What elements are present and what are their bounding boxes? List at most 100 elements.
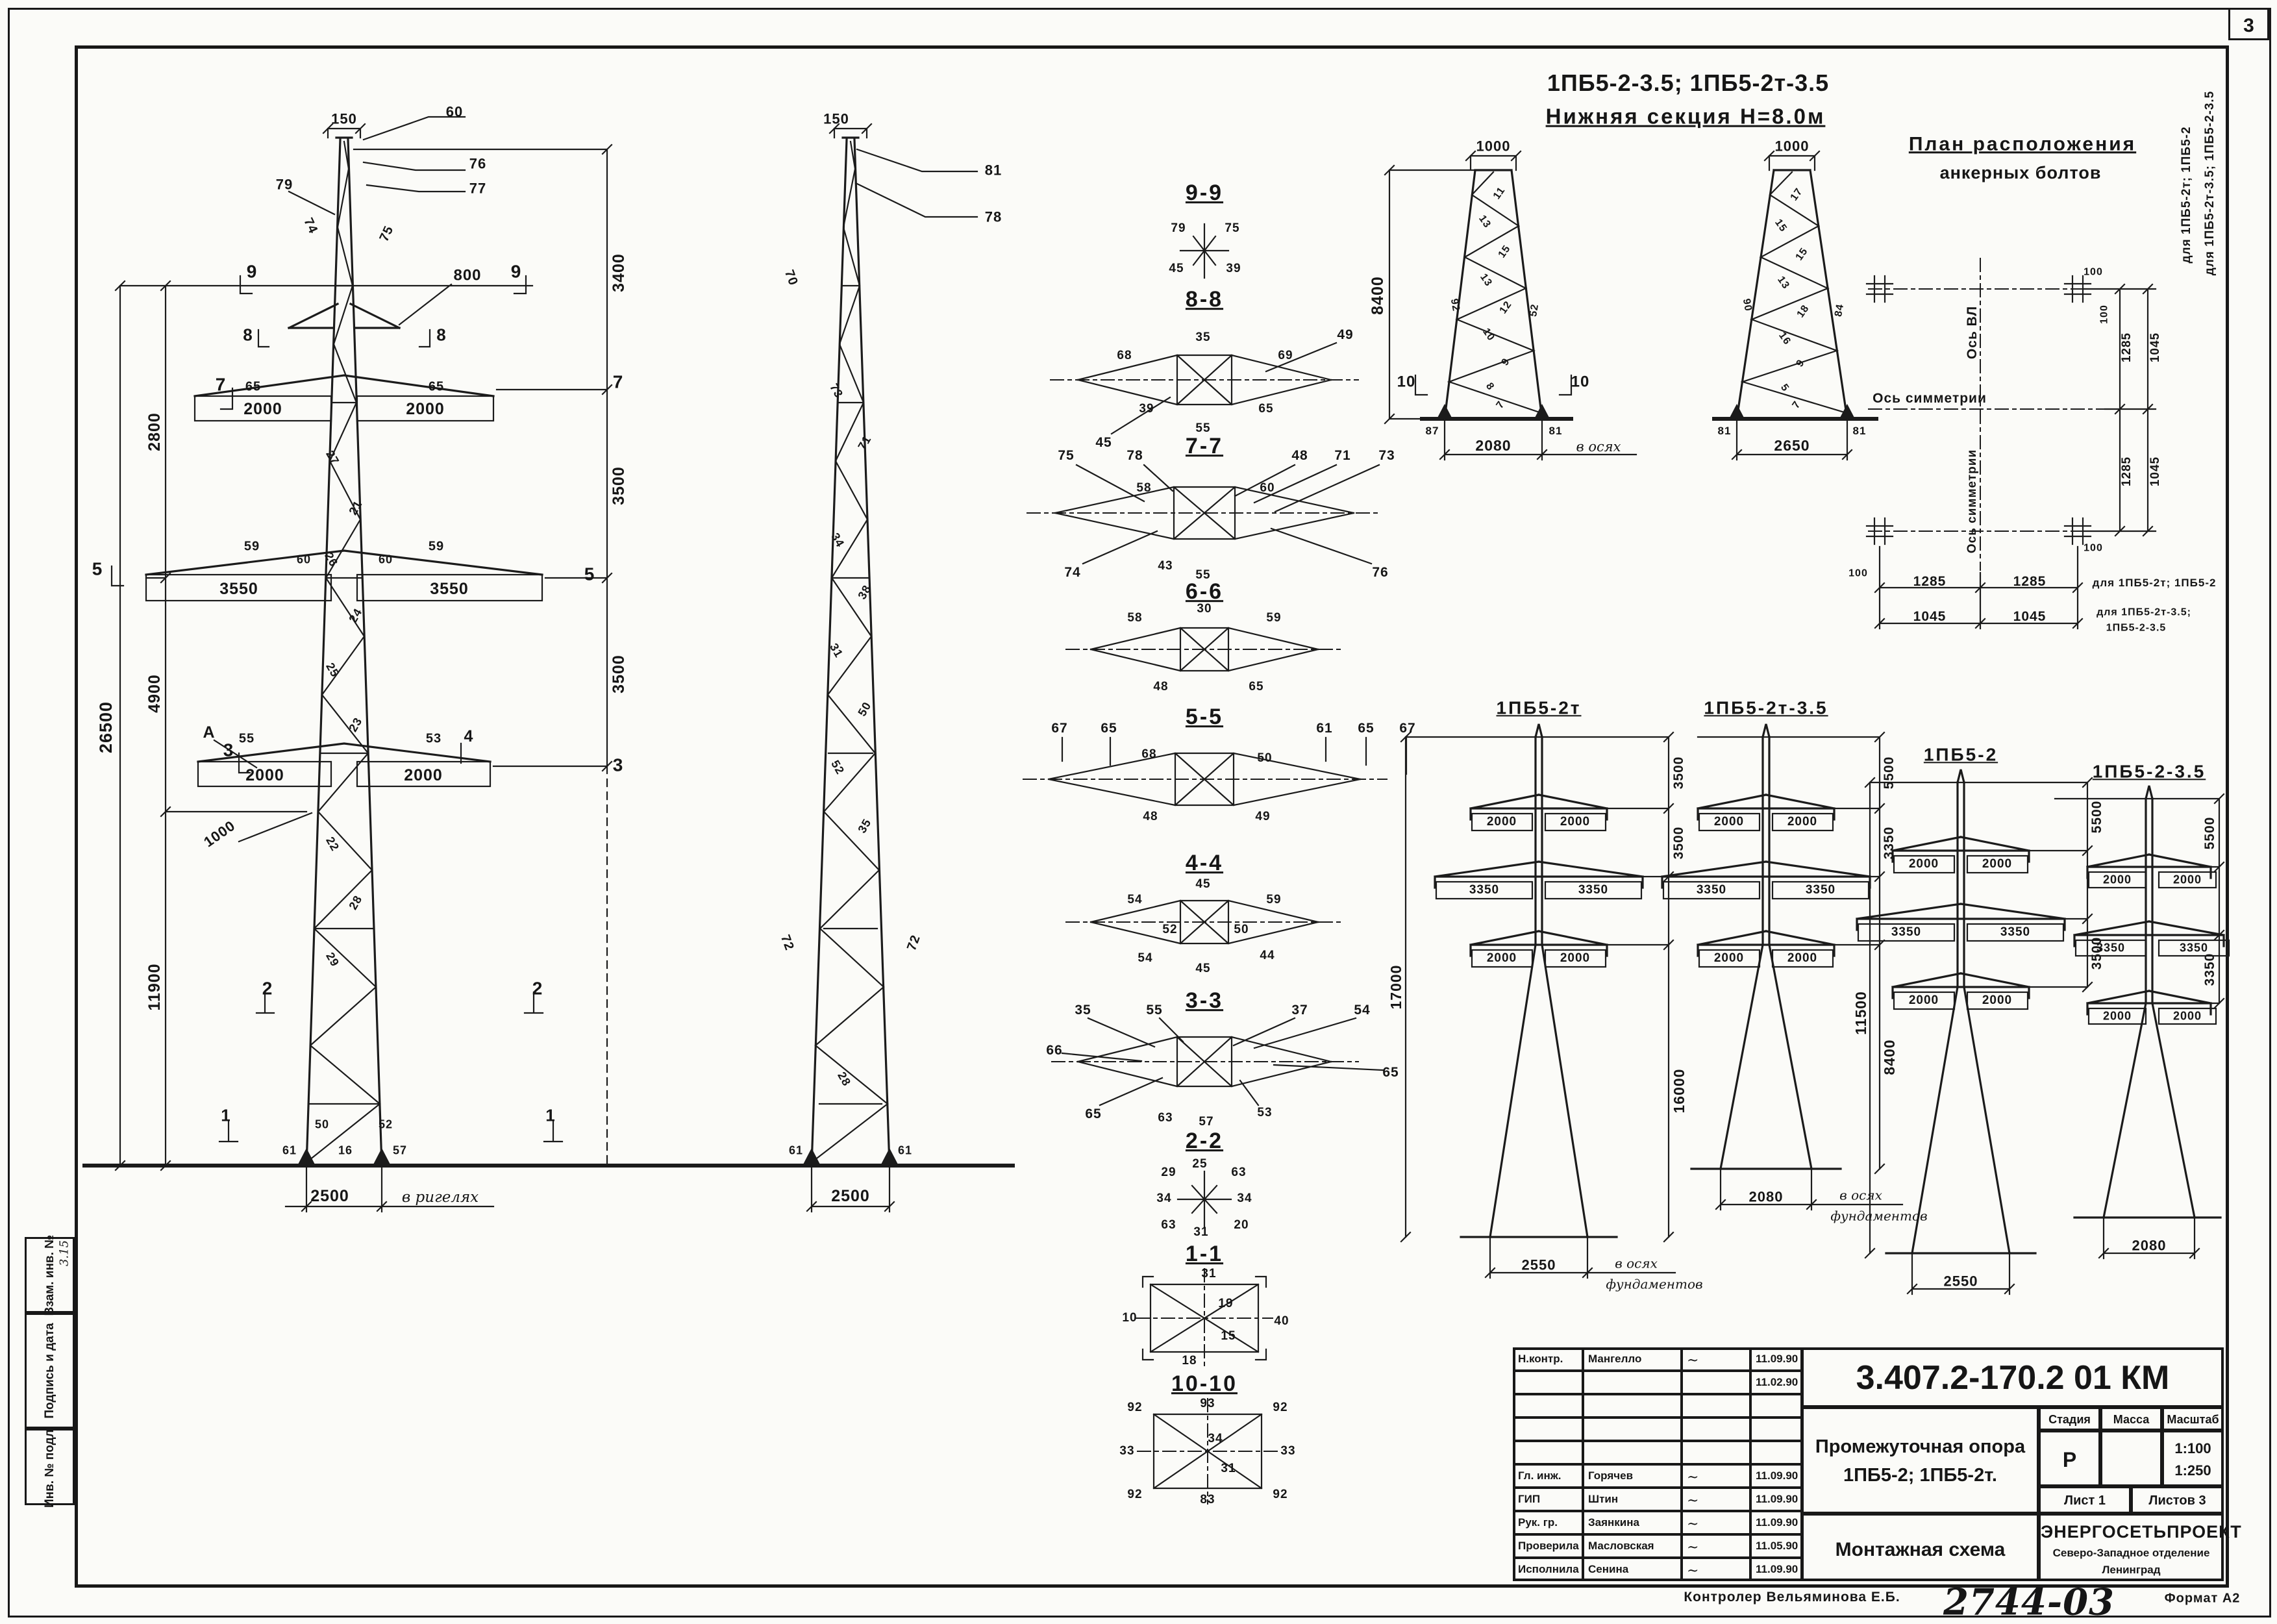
annotation-label: 31 (1201, 1267, 1217, 1281)
anchor-bolt-plan (1865, 258, 2157, 630)
annotation-label: 38 (855, 582, 874, 602)
annotation-label: Ось ВЛ (1964, 305, 1980, 360)
annotation-label: 10 (1480, 326, 1497, 344)
signature-role: Гл. инж. (1513, 1464, 1583, 1488)
annotation-label: 70 (781, 268, 801, 288)
annotation-label: 3350 (2000, 925, 2031, 940)
annotation-label: 92 (1273, 1488, 1288, 1502)
annotation-label: 28 (835, 1069, 854, 1089)
annotation-label: 69 (1278, 349, 1293, 363)
annotation-label: 5500 (1881, 756, 1897, 790)
org-name: ЭНЕРГОСЕТЬПРОЕКТ (2041, 1522, 2242, 1542)
annotation-label: 75 (1058, 447, 1075, 463)
annotation-label: 2000 (243, 399, 282, 418)
annotation-label: 4-4 (1185, 851, 1224, 876)
annotation-label: 81 (1852, 425, 1867, 438)
signature-date: 11.02.90 (1750, 1371, 1802, 1394)
organization-cell: ЭНЕРГОСЕТЬПРОЕКТ Северо-Западное отделен… (2039, 1514, 2242, 1581)
annotation-label: 34 (1156, 1192, 1172, 1206)
annotation-label: 45 (1095, 434, 1112, 450)
annotation-label: 81 (1717, 425, 1732, 438)
annotation-label: 1 (221, 1105, 231, 1125)
corner-sheet-number-box: 3 (2228, 8, 2269, 40)
annotation-label: 25 (323, 660, 342, 680)
annotation-label: 8400 (1880, 1039, 1898, 1075)
annotation-label: 49 (1337, 327, 1354, 342)
annotation-label: 57 (392, 1143, 408, 1157)
annotation-label: 49 (1255, 810, 1271, 824)
annotation-label: 150 (823, 110, 849, 127)
annotation-label: 16 (338, 1143, 353, 1157)
annotation-label: 65 (1101, 720, 1117, 736)
annotation-label: 100 (2098, 305, 2110, 324)
scale-value-cell: 1:100 1:250 (2162, 1430, 2224, 1486)
annotation-label: 92 (1273, 1401, 1288, 1415)
annotation-label: 2000 (1787, 951, 1818, 966)
annotation-label: 2000 (1713, 951, 1745, 966)
annotation-label: 60 (378, 553, 393, 566)
annotation-label: 12 (1497, 299, 1514, 316)
signature-sig: ~ (1682, 1464, 1750, 1488)
annotation-label: 5500 (2089, 800, 2104, 834)
annotation-label: 10-10 (1171, 1371, 1238, 1397)
annotation-label: 84 (1833, 303, 1847, 318)
stage-label: Стадия (2048, 1413, 2091, 1426)
stage-value-cell: Р (2039, 1430, 2100, 1486)
annotation-label: 7 (612, 371, 624, 392)
annotation-label: 1045 (2148, 332, 2163, 363)
object-title-line2: 1ПБ5-2; 1ПБ5-2т. (1843, 1465, 1997, 1486)
annotation-label: 1ПБ5-2-3.5 (2106, 622, 2167, 634)
annotation-label: 2000 (406, 399, 445, 418)
annotation-label: 55 (1195, 421, 1211, 436)
signature-date (1750, 1418, 1802, 1441)
annotation-label: 17 (1788, 186, 1805, 203)
signature-sig (1682, 1394, 1750, 1418)
annotation-label: 3500 (1671, 826, 1686, 860)
annotation-label: 79 (1171, 221, 1186, 236)
order-number-handwritten: 2744-03 (1943, 1580, 2115, 1624)
annotation-label: 7-7 (1185, 434, 1224, 459)
tower-front-view (145, 136, 543, 1167)
annotation-label: 1045 (2013, 608, 2047, 624)
annotation-label: 100 (2084, 266, 2103, 278)
annotation-label: 92 (1127, 1488, 1143, 1502)
annotation-label: 1ПБ5-2-3.5 (2092, 761, 2206, 782)
annotation-label: 15 (1793, 245, 1810, 263)
annotation-label: 3350 (1891, 925, 1922, 940)
signature-date: 11.09.90 (1750, 1488, 1802, 1511)
signature-date: 11.09.90 (1750, 1347, 1802, 1371)
annotation-label: 10 (1571, 373, 1590, 391)
signature-role: ГИП (1513, 1488, 1583, 1511)
annotation-label: 59 (243, 539, 260, 554)
annotation-label: для 1ПБ5-2т-3.5; (2097, 606, 2191, 618)
annotation-label: 3500 (1671, 756, 1686, 790)
annotation-label: 9 (1499, 356, 1513, 368)
sheets-cell: Листов 3 (2131, 1486, 2224, 1514)
annotation-label: План расположения (1908, 133, 2137, 155)
annotation-label: в осях (1615, 1255, 1658, 1271)
signature-name (1583, 1441, 1682, 1464)
annotation-label: 5 (584, 564, 595, 584)
annotation-label: 78 (984, 208, 1002, 225)
annotation-label: 3 (223, 740, 234, 760)
annotation-label: 3350 (2096, 941, 2126, 955)
annotation-label: 93 (1200, 1397, 1215, 1411)
annotation-label: 10 (1122, 1311, 1138, 1325)
annotation-label: Ось симметрии (1873, 390, 1987, 406)
annotation-label: 7 (1494, 399, 1508, 411)
annotation-label: 92 (1448, 297, 1462, 313)
annotation-label: 50 (314, 1118, 330, 1131)
annotation-label: 61 (1316, 720, 1333, 736)
annotation-label: 53 (425, 731, 442, 746)
annotation-label: 90 (1740, 297, 1754, 313)
signature-role (1513, 1371, 1583, 1394)
signature-sig (1682, 1418, 1750, 1441)
annotation-label: 13 (1478, 271, 1495, 289)
annotation-label: 1285 (2013, 573, 2047, 589)
signature-role (1513, 1441, 1583, 1464)
corner-sheet-number: 3 (2243, 15, 2254, 36)
signature-name: Заянкина (1583, 1511, 1682, 1534)
